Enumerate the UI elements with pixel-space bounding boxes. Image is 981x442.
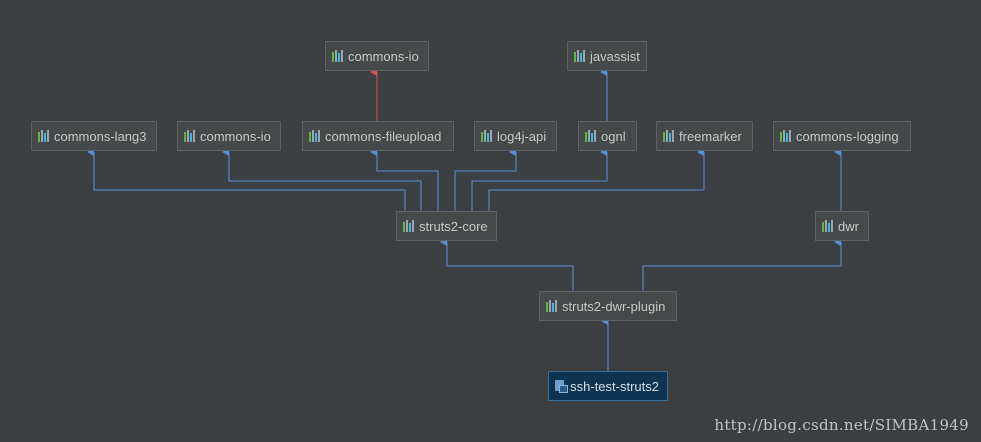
library-icon xyxy=(481,130,492,142)
node-label: commons-fileupload xyxy=(325,128,442,144)
node-label: javassist xyxy=(590,48,640,64)
node-label: ognl xyxy=(601,128,626,144)
node-label: commons-io xyxy=(348,48,419,64)
edge-core-to-ognl xyxy=(471,148,608,211)
node-javassist[interactable]: javassist xyxy=(567,41,647,71)
node-label: commons-lang3 xyxy=(54,128,147,144)
node-struts2-dwr-plugin[interactable]: struts2-dwr-plugin xyxy=(539,291,677,321)
node-label: struts2-core xyxy=(419,218,488,234)
library-icon xyxy=(184,130,195,142)
edge-core-to-log4j-api xyxy=(454,148,517,211)
node-commons-lang3[interactable]: commons-lang3 xyxy=(31,121,157,151)
node-commons-io-top[interactable]: commons-io xyxy=(325,41,429,71)
library-icon xyxy=(546,300,557,312)
edge-core-to-commons-fileupload xyxy=(370,148,439,211)
node-ognl[interactable]: ognl xyxy=(578,121,637,151)
watermark-url: http://blog.csdn.net/SIMBA1949 xyxy=(714,416,969,434)
node-commons-logging[interactable]: commons-logging xyxy=(773,121,911,151)
library-icon xyxy=(403,220,414,232)
library-icon xyxy=(332,50,343,62)
library-icon xyxy=(309,130,320,142)
library-icon xyxy=(822,220,833,232)
edge-core-to-commons-lang3 xyxy=(87,148,406,211)
edge-core-to-freemarker xyxy=(488,148,705,211)
node-label: freemarker xyxy=(679,128,742,144)
library-icon xyxy=(38,130,49,142)
node-label: log4j-api xyxy=(497,128,547,144)
module-icon xyxy=(555,379,569,393)
edge-plugin-to-dwr xyxy=(642,238,842,291)
node-label: commons-logging xyxy=(796,128,899,144)
node-label: dwr xyxy=(838,218,859,234)
edge-plugin-to-struts2-core xyxy=(440,238,574,291)
node-log4j-api[interactable]: log4j-api xyxy=(474,121,557,151)
node-commons-io[interactable]: commons-io xyxy=(177,121,281,151)
node-dwr[interactable]: dwr xyxy=(815,211,869,241)
library-icon xyxy=(585,130,596,142)
library-icon xyxy=(663,130,674,142)
node-label: struts2-dwr-plugin xyxy=(562,298,666,314)
library-icon xyxy=(780,130,791,142)
node-freemarker[interactable]: freemarker xyxy=(656,121,753,151)
node-ssh-test-struts2[interactable]: ssh-test-struts2 xyxy=(548,371,668,401)
node-label: ssh-test-struts2 xyxy=(570,378,659,394)
node-struts2-core[interactable]: struts2-core xyxy=(396,211,497,241)
node-commons-fileupload[interactable]: commons-fileupload xyxy=(302,121,454,151)
library-icon xyxy=(574,50,585,62)
edge-core-to-commons-io xyxy=(222,148,422,211)
node-label: commons-io xyxy=(200,128,271,144)
